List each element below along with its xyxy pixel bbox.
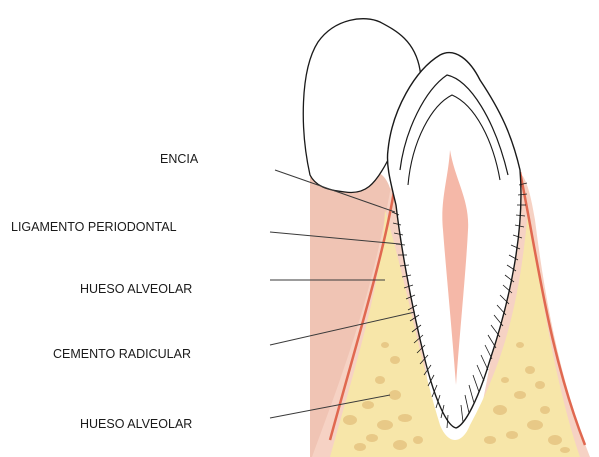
- label-hueso-alveolar-lower: HUESO ALVEOLAR: [80, 417, 192, 431]
- label-hueso-alveolar-upper: HUESO ALVEOLAR: [80, 282, 192, 296]
- label-cemento-radicular: CEMENTO RADICULAR: [53, 347, 191, 361]
- label-encia: ENCIA: [160, 152, 198, 166]
- label-ligamento-periodontal: LIGAMENTO PERIODONTAL: [11, 220, 177, 234]
